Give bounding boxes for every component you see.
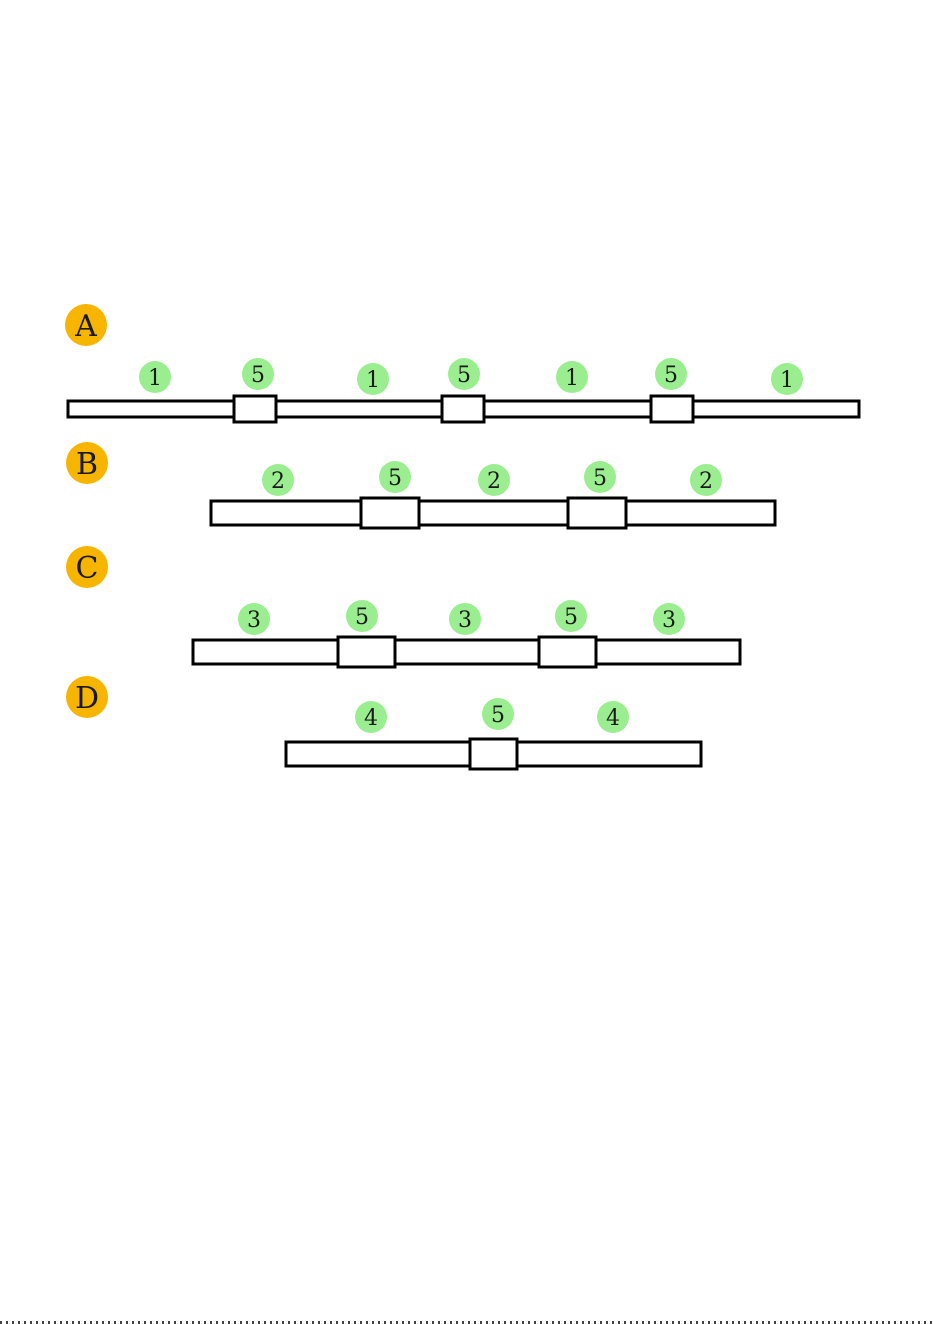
row-d-connector-1-number-label: 5 — [491, 703, 505, 728]
row-c-connector-2 — [539, 637, 596, 667]
row-c-pipe — [193, 640, 740, 664]
row-a-connector-3-number-label: 5 — [664, 363, 678, 388]
row-c-letter: C — [76, 551, 99, 586]
row-c-segment-1-label: 3 — [247, 608, 261, 633]
row-d-letter: D — [75, 681, 99, 716]
row-c-segment-2-label: 3 — [458, 608, 472, 633]
row-b-connector-1 — [361, 498, 419, 528]
row-b-segment-2-label: 2 — [487, 469, 501, 494]
row-b-segment-3-label: 2 — [699, 469, 713, 494]
row-b-segment-1-label: 2 — [271, 469, 285, 494]
row-c-connector-1-number-label: 5 — [355, 605, 369, 630]
row-a-connector-1-number-label: 5 — [251, 363, 265, 388]
row-a-connector-2 — [442, 396, 484, 422]
row-a-connector-3 — [651, 396, 693, 422]
row-a-segment-2-label: 1 — [366, 368, 380, 393]
row-a-letter: A — [74, 309, 97, 344]
row-b-connector-2-number-label: 5 — [593, 466, 607, 491]
row-a-connector-2-number-label: 5 — [457, 363, 471, 388]
row-a-segment-1-label: 1 — [148, 366, 162, 391]
row-a-connector-1 — [234, 396, 276, 422]
row-c-connector-1 — [338, 637, 395, 667]
row-d-segment-1-label: 4 — [364, 706, 378, 731]
row-d-segment-2-label: 4 — [606, 706, 620, 731]
row-c-connector-2-number-label: 5 — [564, 605, 578, 630]
row-d-connector-1 — [470, 739, 517, 769]
row-b-letter: B — [76, 447, 98, 482]
row-b-connector-1-number-label: 5 — [388, 466, 402, 491]
row-b-pipe — [211, 501, 775, 525]
row-c-segment-3-label: 3 — [662, 608, 676, 633]
row-b-connector-2 — [568, 498, 626, 528]
row-a-segment-3-label: 1 — [565, 366, 579, 391]
row-a-segment-4-label: 1 — [780, 368, 794, 393]
